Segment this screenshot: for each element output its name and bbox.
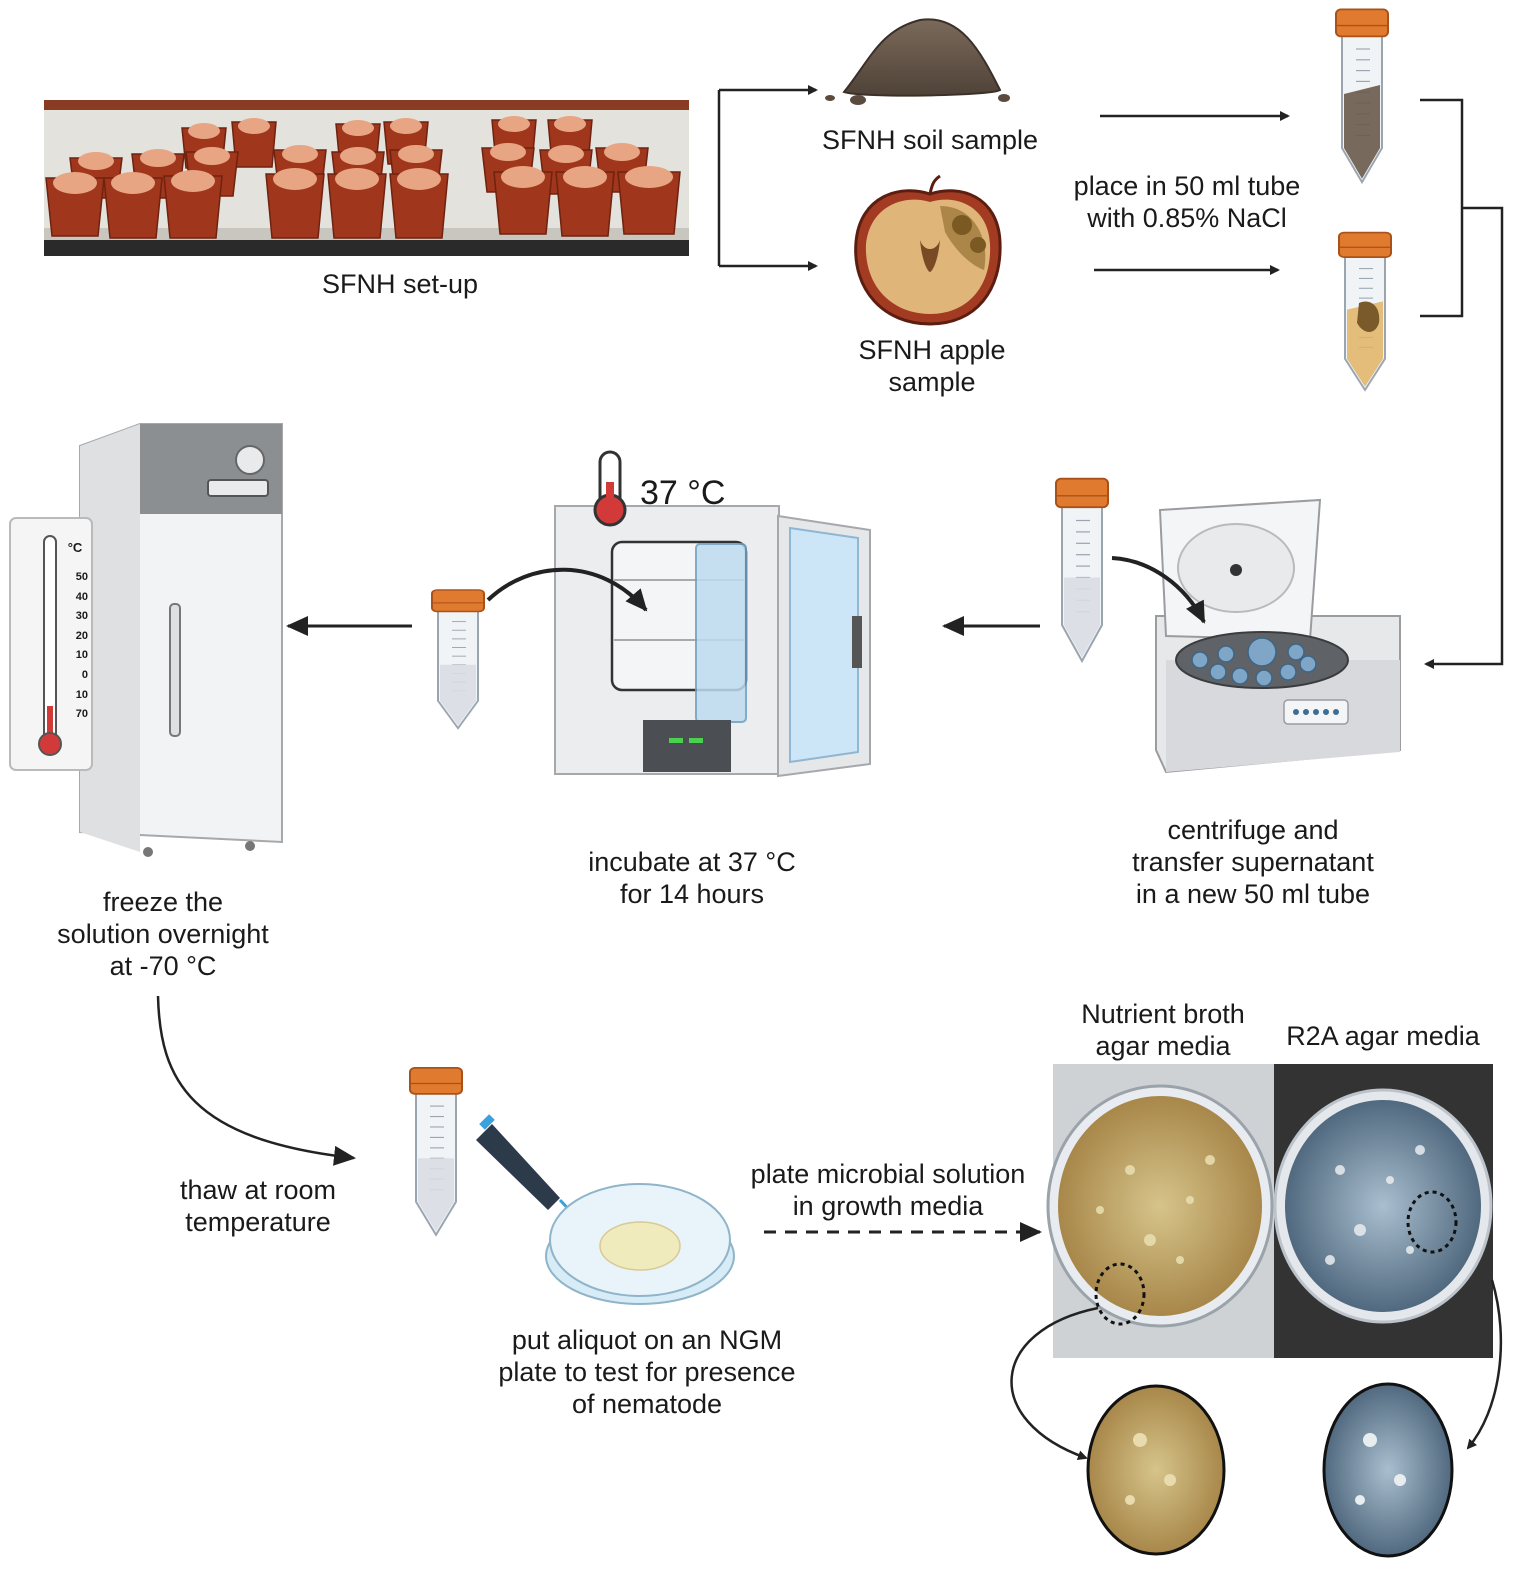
r2a-zoom-arrow [1466,1279,1503,1450]
soil-pile [825,18,1010,105]
soil-tube [1335,8,1389,184]
r2a-closeup [1322,1382,1454,1558]
apple-tube [1338,231,1392,391]
split-arrows [717,85,818,271]
setup-label: SFNH set-up [321,269,479,299]
soil-sample-label: SFNH soil sample [821,125,1039,155]
incubator [554,505,871,778]
temperature-thermometer-icon [593,450,627,527]
ngm-plate [545,1183,735,1305]
incubator-temp-label: 37 °C [640,474,726,512]
nutrient-broth-plate-photo [1046,1064,1274,1358]
place-arrows [1094,111,1290,275]
centrifuge-tube [1055,477,1109,663]
temperature-gauge [9,517,93,771]
freezer [79,423,283,857]
nutrient-closeup [1086,1384,1226,1556]
thermometer-unit: °C [67,540,83,555]
incubate-tube [431,588,485,730]
thermometer-scale: 50 40 30 20 10 0 10 70 [75,571,88,721]
tube-to-incubator-arrow [486,567,648,612]
tube-to-centrifuge-arrow [1111,556,1206,624]
r2a-plate-photo [1273,1064,1493,1358]
freeze-to-thaw-arrow [156,995,356,1166]
merge-bracket [1420,98,1504,669]
r2a-media-label: R2A agar media [1286,1021,1480,1051]
centrifuge [1155,498,1401,774]
apple-half [854,174,1002,326]
nutrient-zoom-arrow [1010,1306,1099,1460]
thaw-tube [409,1066,463,1236]
sfnh-setup-photo [44,100,689,256]
